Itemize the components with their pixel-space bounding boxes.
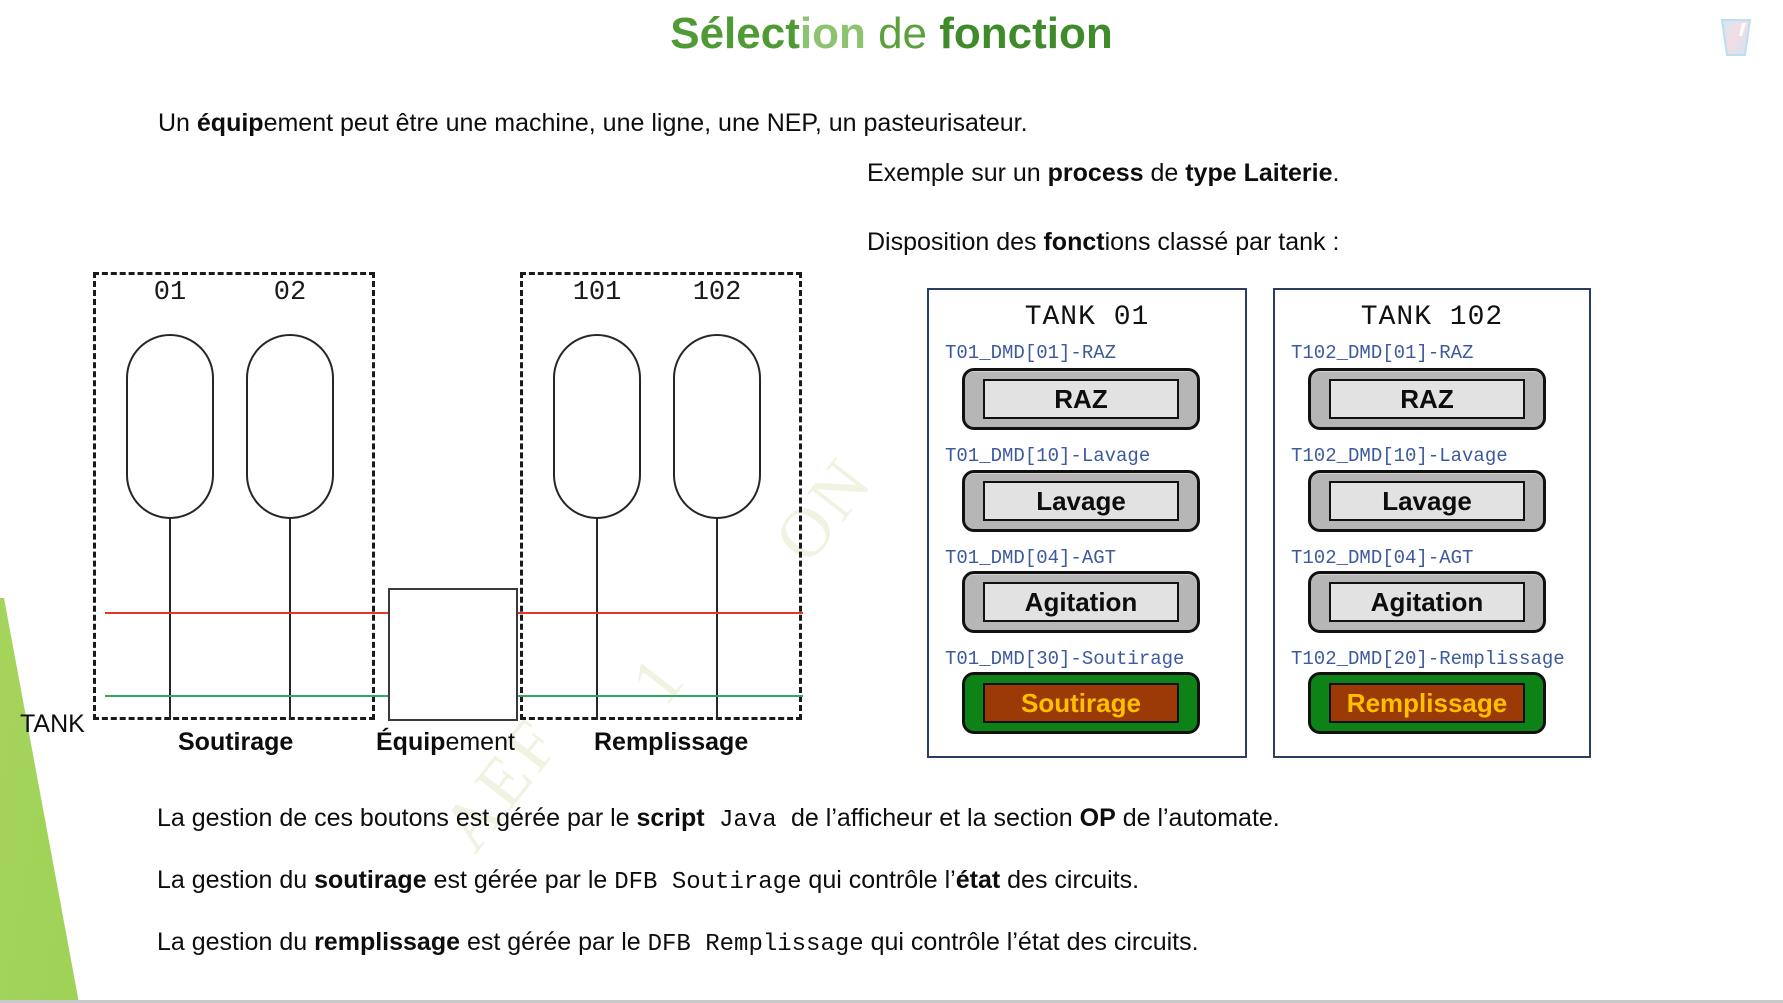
text-run: de l’automate. <box>1115 804 1280 832</box>
footer-line-2: La gestion du soutirage est gérée par le… <box>157 864 1139 899</box>
text-run: est gérée par le <box>426 866 615 894</box>
button-label: Agitation <box>983 582 1179 622</box>
equipment-box <box>388 588 518 721</box>
tank-vessel-01 <box>126 334 214 519</box>
text-run: qui contrôle l’ <box>801 866 956 894</box>
process-diagram: TANK 01 02 101 102 Soutirage Équipement <box>0 250 830 770</box>
tag-t01-soutirage: T01_DMD[30]-Soutirage <box>945 648 1185 670</box>
panel-tank-102: TANK 102 T102_DMD[01]-RAZ RAZ T102_DMD[1… <box>1273 288 1591 758</box>
button-t01-raz[interactable]: RAZ <box>962 368 1200 430</box>
panel-title-tank-01: TANK 01 <box>1024 302 1150 333</box>
diagram-group-remplissage <box>520 272 802 720</box>
tag-t01-raz: T01_DMD[01]-RAZ <box>945 342 1117 364</box>
pipe-line-lower-right <box>518 695 803 697</box>
footer-line-3: La gestion du remplissage est gérée par … <box>157 926 1199 961</box>
footer-line-1: La gestion de ces boutons est gérée par … <box>157 802 1280 837</box>
button-label: Agitation <box>1329 582 1525 622</box>
tag-t01-agitation: T01_DMD[04]-AGT <box>945 547 1117 569</box>
tank-vessel-102 <box>673 334 761 519</box>
button-label: Soutirage <box>983 683 1179 723</box>
tank-downpipe-101 <box>596 518 598 720</box>
code-run: DFB Remplissage <box>647 931 864 958</box>
pipe-line-lower-left <box>105 695 390 697</box>
text-run: ions classé par tank : <box>1104 228 1340 256</box>
button-t102-agitation[interactable]: Agitation <box>1308 571 1546 633</box>
button-t102-remplissage[interactable]: Remplissage <box>1308 672 1546 734</box>
text-run: qui contrôle l’état des circuits. <box>863 928 1199 956</box>
text-run: La gestion du <box>157 866 315 894</box>
tag-t102-lavage: T102_DMD[10]-Lavage <box>1291 445 1508 467</box>
tag-t102-raz: T102_DMD[01]-RAZ <box>1291 342 1474 364</box>
tank-downpipe-01 <box>169 518 171 720</box>
text-run-bold: remplissage <box>314 928 460 956</box>
tag-t01-lavage: T01_DMD[10]-Lavage <box>945 445 1151 467</box>
text-run-bold: soutirage <box>314 866 427 894</box>
code-run: DFB Soutirage <box>614 869 802 896</box>
button-t01-agitation[interactable]: Agitation <box>962 571 1200 633</box>
text-run-bold: script <box>636 804 705 832</box>
text-run-bold: équip <box>196 109 264 137</box>
text-run-bold: type Laiterie <box>1185 159 1333 187</box>
text-run: de <box>1143 159 1186 187</box>
bottom-divider <box>0 1000 1783 1003</box>
panel-title-tank-102: TANK 102 <box>1360 302 1504 333</box>
diagram-group-soutirage <box>93 272 375 720</box>
text-run: Disposition des <box>867 228 1044 256</box>
code-run: Java <box>704 807 792 834</box>
paragraph-equipment: Un équipement peut être une machine, une… <box>158 107 1028 139</box>
tank-id-02: 02 <box>273 278 307 308</box>
tag-t102-agitation: T102_DMD[04]-AGT <box>1291 547 1474 569</box>
page-title: Sélection de fonction <box>0 6 1783 62</box>
button-label: RAZ <box>983 379 1179 419</box>
tank-downpipe-102 <box>716 518 718 720</box>
tank-id-102: 102 <box>692 278 742 308</box>
text-run: ement <box>445 728 515 756</box>
text-run: La gestion de ces boutons est gérée par … <box>157 804 637 832</box>
button-label: Lavage <box>983 481 1179 521</box>
button-t01-soutirage[interactable]: Soutirage <box>962 672 1200 734</box>
diagram-label-remplissage: Remplissage <box>594 728 748 757</box>
tank-vessel-101 <box>553 334 641 519</box>
title-part-3: de <box>865 9 940 58</box>
milk-glass-icon <box>1715 14 1757 60</box>
text-run: ement peut être une machine, une ligne, … <box>263 109 1028 137</box>
text-run: . <box>1332 159 1340 187</box>
panel-tank-01: TANK 01 T01_DMD[01]-RAZ RAZ T01_DMD[10]-… <box>927 288 1247 758</box>
text-run-bold: Équip <box>376 728 446 756</box>
paragraph-example: Exemple sur un process de type Laiterie. <box>867 157 1339 189</box>
text-run: Exemple sur un <box>867 159 1048 187</box>
tank-id-101: 101 <box>572 278 622 308</box>
text-run-bold: Soutirage <box>178 728 294 756</box>
title-part-1: Sélect <box>670 9 800 58</box>
diagram-label-equipement: Équipement <box>376 728 515 757</box>
text-run-bold: fonct <box>1043 228 1105 256</box>
diagram-label-soutirage: Soutirage <box>178 728 293 757</box>
button-label: RAZ <box>1329 379 1525 419</box>
button-label: Remplissage <box>1329 683 1525 723</box>
diagram-row-label-tank: TANK <box>20 710 85 738</box>
text-run: des circuits. <box>1000 866 1140 894</box>
tank-id-01: 01 <box>153 278 187 308</box>
tank-downpipe-02 <box>289 518 291 720</box>
title-part-4: fonction <box>939 9 1113 58</box>
text-run: Un <box>158 109 197 137</box>
text-run: de l’afficheur et la section <box>791 804 1080 832</box>
text-run: est gérée par le <box>460 928 648 956</box>
tank-vessel-02 <box>246 334 334 519</box>
button-t01-lavage[interactable]: Lavage <box>962 470 1200 532</box>
button-label: Lavage <box>1329 481 1525 521</box>
pipe-line-upper-right <box>518 612 803 614</box>
text-run-bold: état <box>955 866 1001 894</box>
title-part-2: ion <box>799 9 866 58</box>
tag-t102-remplissage: T102_DMD[20]-Remplissage <box>1291 648 1565 670</box>
paragraph-disposition: Disposition des fonctions classé par tan… <box>867 226 1339 258</box>
text-run-bold: Remplissage <box>594 728 749 756</box>
pipe-line-upper-left <box>105 612 390 614</box>
button-t102-lavage[interactable]: Lavage <box>1308 470 1546 532</box>
button-t102-raz[interactable]: RAZ <box>1308 368 1546 430</box>
text-run: La gestion du <box>157 928 315 956</box>
text-run-bold: OP <box>1079 804 1116 832</box>
text-run-bold: process <box>1047 159 1144 187</box>
